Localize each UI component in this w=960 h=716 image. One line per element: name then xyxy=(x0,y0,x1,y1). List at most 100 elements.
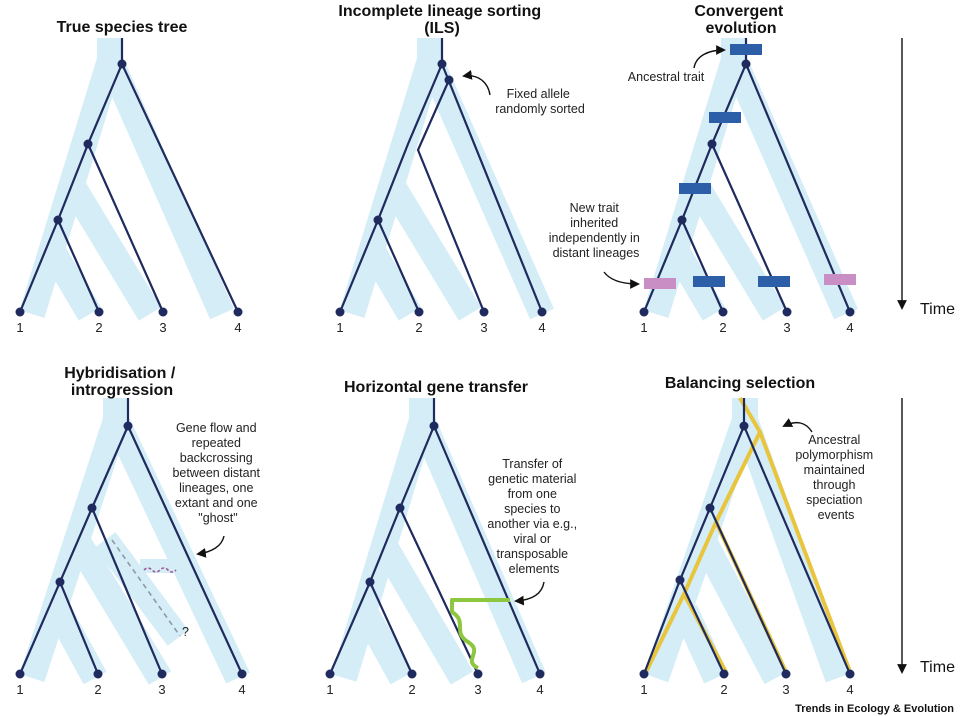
species-tree-branches xyxy=(15,398,247,679)
panel-title: Hybridisation / introgression xyxy=(64,365,180,399)
tip-label-4: 4 xyxy=(846,682,853,697)
node xyxy=(677,215,687,225)
tip-node xyxy=(718,307,728,317)
title-line: Balancing selection xyxy=(665,375,815,392)
title-line: (ILS) xyxy=(424,20,460,37)
tip-node xyxy=(782,307,792,317)
tip-label-3: 3 xyxy=(474,682,481,697)
panel-title: Convergent evolution xyxy=(694,3,787,37)
tip-label-1: 1 xyxy=(640,682,647,697)
panel-title: True species tree xyxy=(57,19,188,36)
tip-node xyxy=(233,307,243,317)
time-axis-top: Time xyxy=(897,38,955,318)
tip-label-2: 2 xyxy=(719,320,726,335)
tip-node xyxy=(335,307,345,317)
tip-label-1: 1 xyxy=(336,320,343,335)
callout-arrow-icon xyxy=(196,535,225,558)
tip-node xyxy=(407,669,417,679)
panel-convergent-evolution: Convergent evolution Ancestral trait New… xyxy=(549,3,858,335)
title-line: introgression xyxy=(71,382,173,399)
node xyxy=(437,59,447,69)
tip-node xyxy=(414,307,424,317)
callout-arrow-icon xyxy=(462,70,491,96)
gene-transfer-path xyxy=(450,598,510,670)
ghost-question-mark: ? xyxy=(182,625,189,639)
trait-bar-icon xyxy=(758,276,790,287)
annotation: Transfer of genetic material from one sp… xyxy=(487,457,580,576)
callout-arrow-icon xyxy=(693,45,726,69)
species-tree-branches xyxy=(15,38,243,317)
annotation: Ancestral trait xyxy=(628,70,705,84)
tip-node xyxy=(537,307,547,317)
tip-node xyxy=(479,307,489,317)
panel-balancing-selection: Balancing selection Ancestral polymorphi… xyxy=(639,375,873,697)
annotation: Fixed allele randomly sorted xyxy=(495,87,585,116)
tip-label-3: 3 xyxy=(480,320,487,335)
tip-label-2: 2 xyxy=(94,682,101,697)
tip-label-4: 4 xyxy=(846,320,853,335)
species-tree-bands xyxy=(339,38,554,321)
trait-markers xyxy=(644,44,856,289)
node xyxy=(741,59,751,69)
tip-label-2: 2 xyxy=(415,320,422,335)
panel-hybridisation-introgression: ? Hybridisation / introgression Gene flo… xyxy=(15,365,263,697)
title-line: Hybridisation / xyxy=(64,365,176,382)
node xyxy=(705,503,715,513)
panel-title: Balancing selection xyxy=(665,375,815,392)
new-trait-bar-icon xyxy=(644,278,676,289)
trait-bar-icon xyxy=(679,183,711,194)
title-line: True species tree xyxy=(57,19,188,36)
new-trait-bar-icon xyxy=(824,274,856,285)
tip-node xyxy=(93,669,103,679)
tip-label-1: 1 xyxy=(16,320,23,335)
tip-node xyxy=(325,669,335,679)
tip-node xyxy=(639,307,649,317)
node xyxy=(117,59,127,69)
tip-label-4: 4 xyxy=(234,320,241,335)
panel-true-species-tree: True species tree 1 2 3 4 xyxy=(15,19,243,335)
tip-node xyxy=(845,669,855,679)
title-line: Convergent xyxy=(694,3,784,20)
node xyxy=(707,139,717,149)
title-line: Incomplete lineage sorting xyxy=(338,3,541,20)
tip-node xyxy=(781,669,791,679)
journal-credit: Trends in Ecology & Evolution xyxy=(795,703,954,715)
time-label: Time xyxy=(920,301,955,318)
tip-label-3: 3 xyxy=(159,320,166,335)
tip-label-4: 4 xyxy=(538,320,545,335)
tip-label-4: 4 xyxy=(536,682,543,697)
node xyxy=(53,215,63,225)
node xyxy=(739,421,749,431)
node xyxy=(365,577,375,587)
tip-node xyxy=(15,307,25,317)
tip-node xyxy=(237,669,247,679)
tip-label-2: 2 xyxy=(720,682,727,697)
species-tree-branches xyxy=(639,398,855,679)
annotation: New trait inherited independently in dis… xyxy=(549,201,644,260)
callout-arrow-icon xyxy=(514,581,545,606)
species-tree-bands xyxy=(19,38,234,321)
node xyxy=(83,139,93,149)
tip-node xyxy=(158,307,168,317)
tip-node xyxy=(94,307,104,317)
title-line: evolution xyxy=(705,20,776,37)
node xyxy=(675,575,685,585)
tip-label-1: 1 xyxy=(326,682,333,697)
species-tree-bands xyxy=(19,398,250,685)
node xyxy=(395,503,405,513)
panel-title: Incomplete lineage sorting (ILS) xyxy=(338,3,545,37)
panel-horizontal-gene-transfer: Horizontal gene transfer Transfer of gen… xyxy=(325,379,580,697)
annotation: Gene flow and repeated backcrossing betw… xyxy=(172,421,263,525)
node xyxy=(87,503,97,513)
tip-label-2: 2 xyxy=(95,320,102,335)
species-tree-branches xyxy=(325,398,545,679)
ghost-lineage-band xyxy=(94,532,189,646)
ghost-lineage xyxy=(111,539,181,637)
time-label: Time xyxy=(920,659,955,676)
title-line: Horizontal gene transfer xyxy=(344,379,528,396)
node xyxy=(373,215,383,225)
allele-path-b xyxy=(758,431,852,673)
tip-label-1: 1 xyxy=(640,320,647,335)
trait-bar-icon xyxy=(709,112,741,123)
trait-bar-icon xyxy=(693,276,725,287)
